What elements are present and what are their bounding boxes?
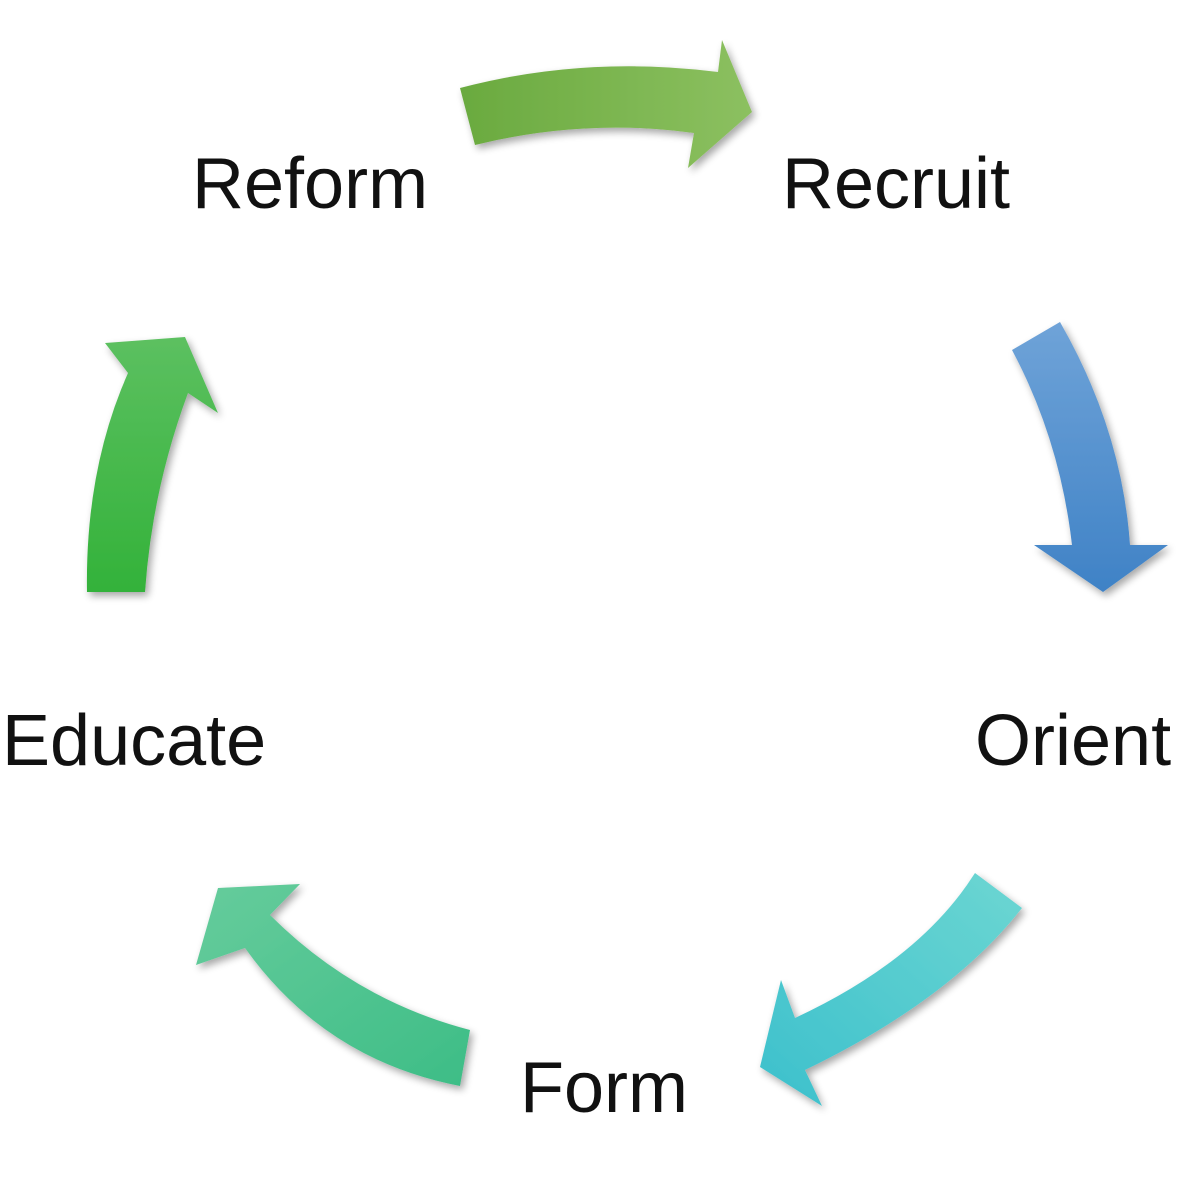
stage-label-recruit: Recruit [782,144,1011,224]
arrow-orient-to-form [760,873,1022,1106]
arrow-recruit-to-orient [1012,322,1168,592]
stage-label-form: Form [520,1048,688,1128]
stage-label-educate: Educate [2,701,267,781]
arrow-reform-to-recruit [460,40,752,168]
arrow-form-to-educate [196,884,470,1086]
arrow-educate-to-reform [86,337,219,592]
stage-label-reform: Reform [192,144,429,224]
stage-label-orient: Orient [975,701,1172,781]
